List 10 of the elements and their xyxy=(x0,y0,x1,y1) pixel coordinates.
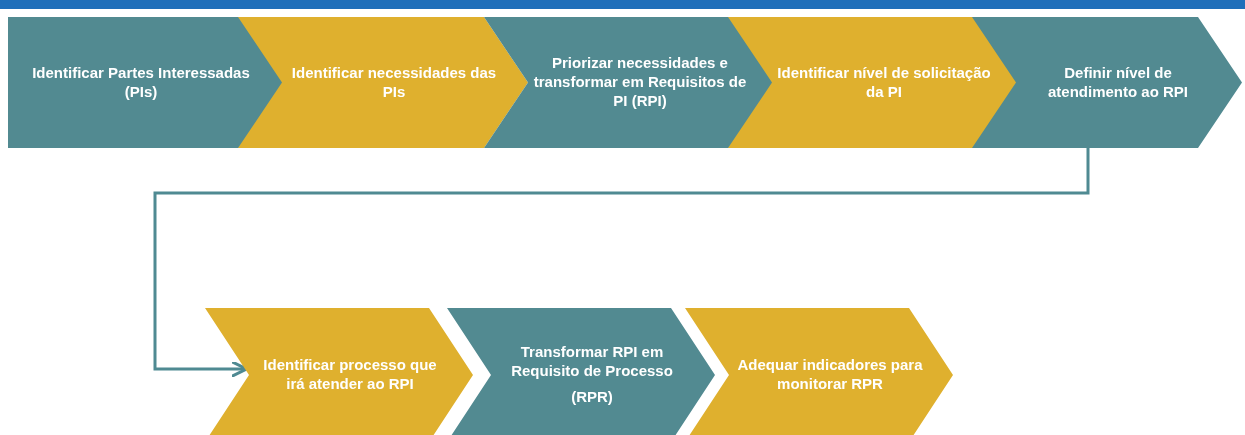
step-label: Adequar indicadores para monitorar RPR xyxy=(736,356,924,394)
step-label: Identificar necessidades das PIs xyxy=(290,63,498,102)
step-label: (RPR) xyxy=(571,388,613,408)
step-label: Definir nível de atendimento ao RPI xyxy=(1047,63,1189,102)
step-label: Transformar RPI em Requisito de Processo xyxy=(510,342,674,381)
step-label: Identificar nível de solicitação da PI xyxy=(776,63,992,102)
step-label: Identificar processo que irá atender ao RPI xyxy=(262,356,438,394)
step-label: Identificar Partes Interessadas (PIs) xyxy=(31,63,251,102)
connector-arrow xyxy=(153,148,1090,378)
step-label: Priorizar necessidades e transformar em Requisitos de PI (RPI) xyxy=(532,54,748,111)
